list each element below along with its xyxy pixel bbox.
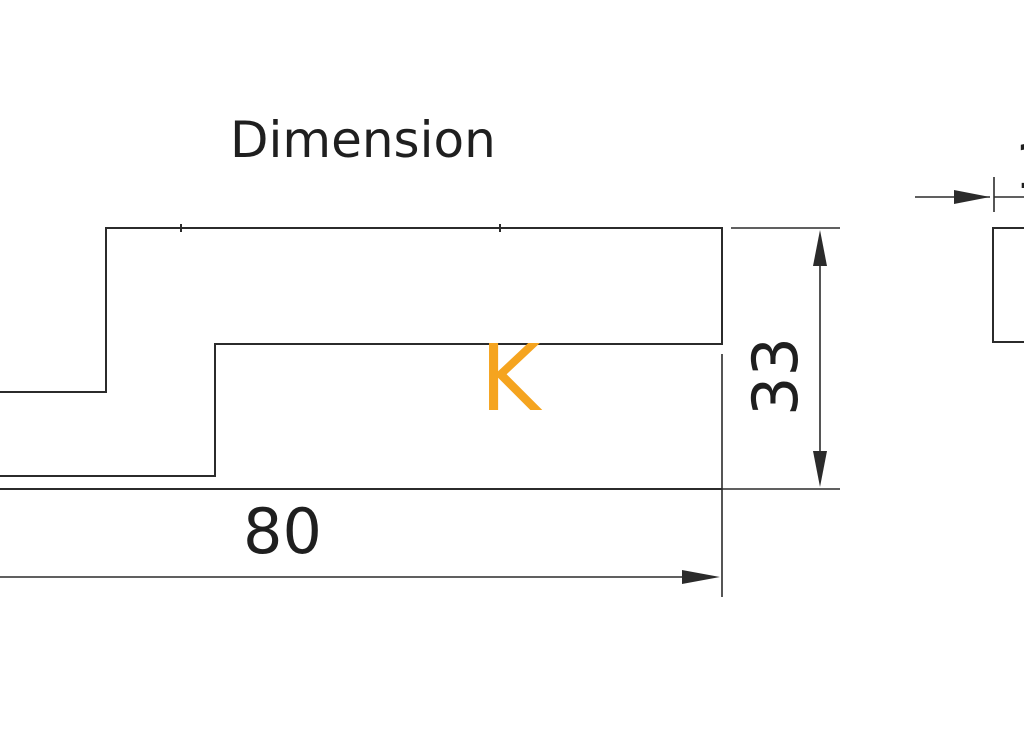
diagram-title: Dimension: [230, 111, 496, 169]
width-dimension-value: 80: [243, 495, 322, 568]
partial-arrow-right: [954, 190, 990, 204]
height-arrow-bottom: [813, 451, 827, 487]
width-arrow-right: [682, 570, 720, 584]
marker-label: K: [480, 325, 543, 432]
partial-dimension-value: 1: [1014, 130, 1024, 203]
profile-outer-edge: [0, 227, 723, 477]
partial-profile-outline: [992, 227, 1024, 343]
height-dimension-value: 33: [739, 337, 812, 416]
height-arrow-top: [813, 230, 827, 266]
